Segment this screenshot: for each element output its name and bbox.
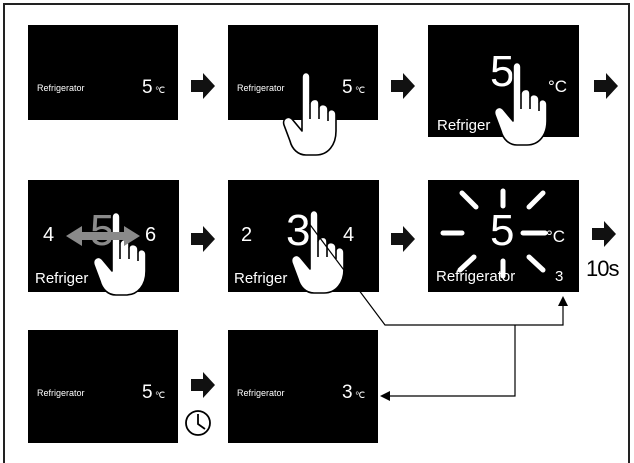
value-right: 4 bbox=[343, 224, 355, 246]
blink-value: 5 bbox=[490, 206, 515, 255]
flow-arrowhead bbox=[342, 280, 355, 292]
panel-label: Refriger bbox=[234, 270, 288, 287]
temperature-value: 5 bbox=[142, 382, 153, 403]
panel-label: Refrigerator bbox=[237, 388, 285, 398]
panel-label: Refrigerator bbox=[436, 268, 516, 285]
panel-label: Refrigerator bbox=[237, 83, 285, 93]
panel-label: Refrigerator bbox=[37, 83, 85, 93]
display-panel-7: Refrigerator 5 ℃ bbox=[28, 330, 178, 443]
temperature-value: 3 bbox=[342, 382, 353, 403]
unit-label: ℃ bbox=[155, 390, 166, 400]
clock-icon bbox=[185, 410, 211, 436]
display-panel-1: Refrigerator 5 ℃ bbox=[28, 25, 178, 120]
blink-rays-icon bbox=[440, 188, 548, 279]
diagram-frame bbox=[3, 3, 630, 463]
value-center: 5 bbox=[90, 206, 115, 255]
value-left: 4 bbox=[43, 224, 55, 246]
value-center: 3 bbox=[286, 206, 311, 255]
panel-label: Refriger bbox=[437, 117, 491, 134]
unit-label: ℃ bbox=[155, 85, 166, 95]
flow-line bbox=[307, 221, 564, 397]
temperature-value: 5 bbox=[142, 77, 153, 98]
step-arrow bbox=[191, 226, 215, 252]
timeout-label: 10s bbox=[586, 256, 619, 281]
flow-arrowhead bbox=[558, 296, 568, 306]
display-panel-3: 5 °C Refriger bbox=[428, 25, 579, 137]
finger-press-icon bbox=[290, 209, 345, 294]
display-panel-8: Refrigerator 3 ℃ bbox=[228, 330, 378, 443]
unit-label: °C bbox=[548, 77, 568, 96]
finger-tap-icon bbox=[282, 71, 337, 156]
panel-label: Refrigerator bbox=[37, 388, 85, 398]
finger-press-icon bbox=[493, 61, 548, 146]
finger-swipe-icon bbox=[92, 211, 147, 296]
temperature-value: 5 bbox=[490, 47, 515, 96]
value-right: 6 bbox=[145, 224, 157, 246]
step-arrow bbox=[191, 372, 215, 398]
panel-label: Refriger bbox=[35, 270, 89, 287]
step-arrow bbox=[191, 73, 215, 99]
step-arrow bbox=[391, 73, 415, 99]
unit-label: ℃ bbox=[355, 85, 366, 95]
flow-arrowhead bbox=[380, 391, 390, 401]
step-arrow bbox=[594, 73, 618, 99]
step-arrow bbox=[391, 226, 415, 252]
step-arrow bbox=[592, 221, 616, 247]
swipe-double-arrow-icon bbox=[66, 226, 140, 246]
value-left: 2 bbox=[241, 224, 253, 246]
temperature-value: 5 bbox=[342, 77, 353, 98]
set-value-small: 3 bbox=[555, 268, 564, 285]
unit-label: ℃ bbox=[355, 390, 366, 400]
unit-label: °C bbox=[546, 227, 566, 246]
